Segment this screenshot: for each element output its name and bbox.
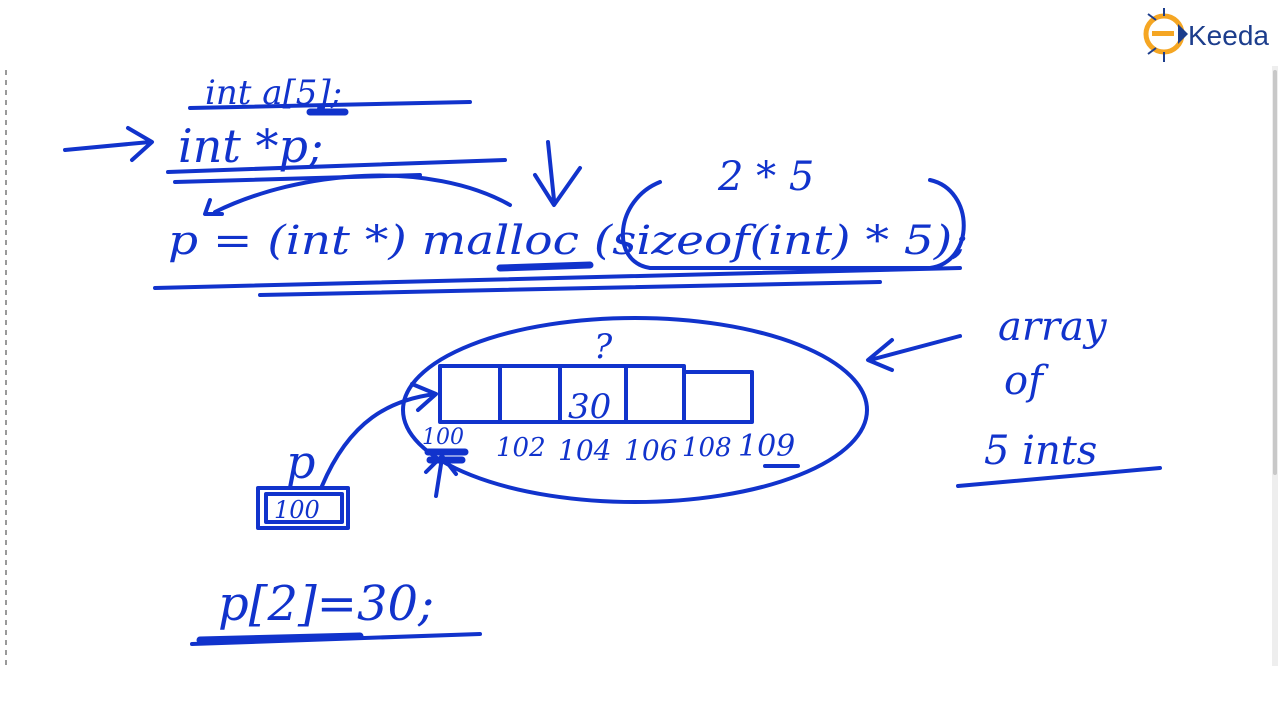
assignment-statement: p[2]=30; <box>218 576 434 632</box>
left-arrow-icon <box>63 126 154 162</box>
curved-arrow-icon <box>203 173 512 216</box>
array-cell <box>438 364 502 424</box>
side-note-line-3: 5 ints <box>984 428 1097 474</box>
array-cell <box>498 364 562 424</box>
code-line-2: int *p; <box>178 119 323 173</box>
pointer-label: p <box>286 435 315 489</box>
size-annotation: 2 * 5 <box>717 154 814 200</box>
assignment-scribble <box>196 632 364 644</box>
pointer-box-inner <box>264 492 344 524</box>
code-line-3: p = (int *) malloc (sizeof(int) * 5); <box>168 218 968 264</box>
underline-line-2a <box>166 158 507 174</box>
address-label: 102 <box>496 433 546 463</box>
array-cell-value: 30 <box>568 387 611 427</box>
array-cell <box>624 364 686 424</box>
memory-block-ellipse <box>401 316 869 504</box>
address-label: 106 <box>624 434 677 467</box>
left-margin-guide <box>5 70 7 670</box>
pointer-box <box>256 486 350 530</box>
side-note-underline <box>956 466 1162 488</box>
array-cell <box>682 370 754 424</box>
underline-line-1 <box>188 100 472 110</box>
side-note-line-1: array <box>998 304 1108 350</box>
down-arrow-icon <box>533 140 582 207</box>
address-label: 109 <box>738 429 795 464</box>
address-label: 108 <box>682 433 732 463</box>
underline-line-3b <box>258 280 882 297</box>
pointer-value: 100 <box>274 496 320 524</box>
underline-line-3a <box>153 266 962 290</box>
scribble-malloc <box>496 261 594 272</box>
address-label: 104 <box>558 434 611 467</box>
up-arrow-icon <box>424 454 458 498</box>
side-note-line-2: of <box>1004 358 1049 404</box>
question-mark: ? <box>594 327 613 367</box>
side-arrow-icon <box>866 334 962 372</box>
scrollbar-thumb[interactable] <box>1273 70 1277 475</box>
logo-brand-text: Keeda <box>1188 20 1269 51</box>
address-label: 100 <box>422 425 464 450</box>
pointer-arrow <box>320 382 438 488</box>
ekeeda-logo <box>1143 8 1188 62</box>
sizeof-bubble <box>620 178 966 270</box>
array-cells <box>438 364 754 424</box>
